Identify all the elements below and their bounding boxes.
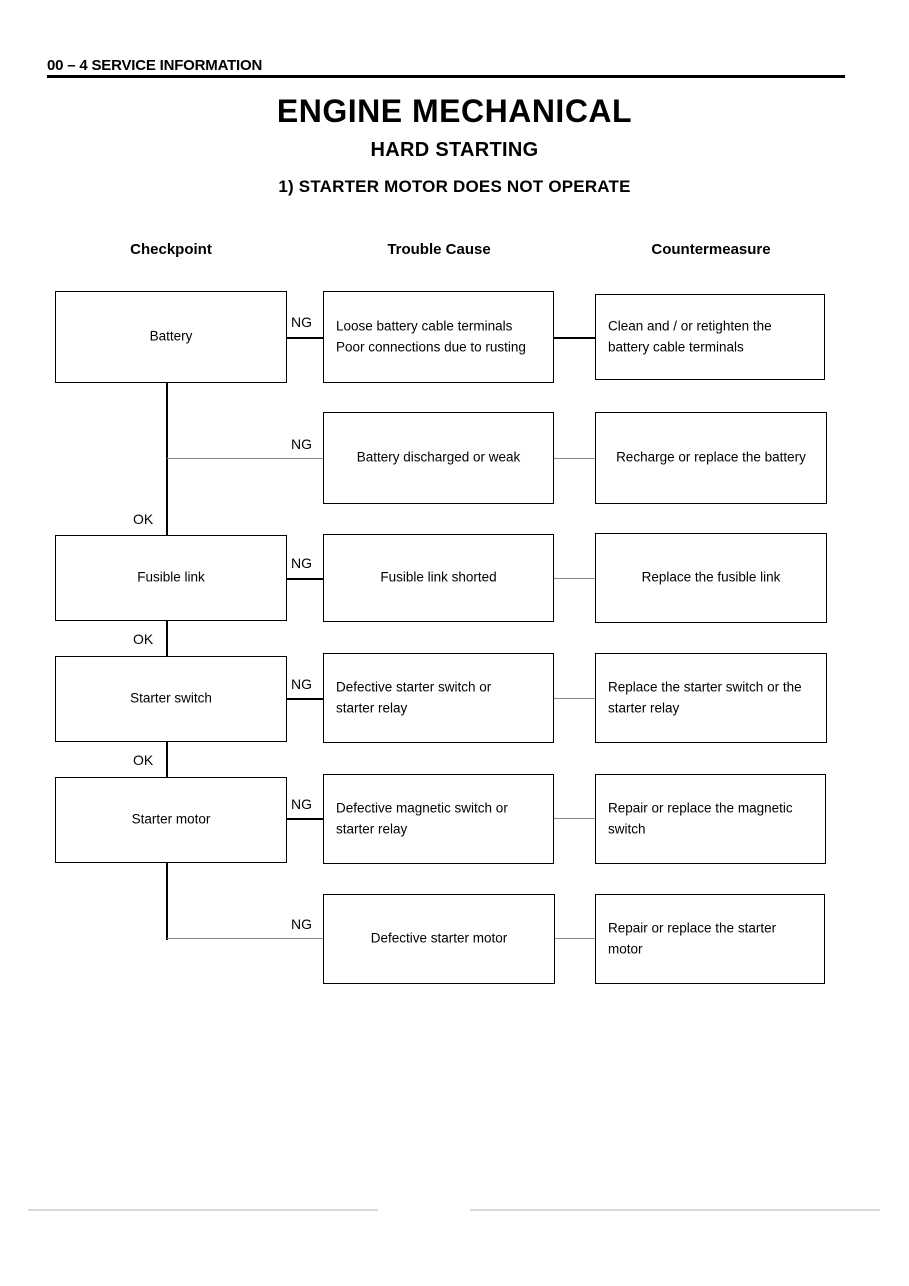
checkpoint-box-starter-motor: Starter motor: [55, 777, 287, 863]
checkpoint-box-fusible-link: Fusible link: [55, 535, 287, 621]
countermeasure-text-recharge-battery: Recharge or replace the battery: [616, 449, 806, 465]
edge-label-ng-2: NG: [291, 436, 312, 452]
edge-label-ng-3: NG: [291, 555, 312, 571]
cause-box-defective-magnetic-switch: Defective magnetic switch or starter rel…: [323, 774, 554, 864]
connector-spine-to-cause2: [167, 458, 323, 460]
checkpoint-label-starter-motor: Starter motor: [131, 811, 211, 827]
connector-cause4-to-fix4: [554, 698, 595, 700]
checkpoint-box-battery: Battery: [55, 291, 287, 383]
cause-text-fusible-link-shorted: Fusible link shorted: [380, 569, 497, 585]
edge-label-ng-1: NG: [291, 314, 312, 330]
cause-text-defective-magnetic-switch: Defective magnetic switch or starter rel…: [336, 798, 543, 839]
countermeasure-text-line-2: starter relay: [608, 700, 680, 715]
cause-box-battery-discharged: Battery discharged or weak: [323, 412, 554, 504]
connector-spine-fusible-down: [166, 621, 168, 656]
cause-text-line-1: Defective starter switch or: [336, 679, 492, 695]
checkpoint-label-battery: Battery: [149, 328, 193, 344]
cause-box-loose-terminals: Loose battery cable terminals Poor conne…: [323, 291, 554, 383]
countermeasure-text-repair-starter-motor: Repair or replace the starter motor: [608, 918, 814, 959]
countermeasure-box-repair-starter-motor: Repair or replace the starter motor: [595, 894, 825, 984]
column-header-trouble-cause: Trouble Cause: [387, 241, 491, 258]
scan-artifact-right: [470, 1209, 880, 1211]
connector-cause2-to-fix2: [554, 458, 595, 460]
checkpoint-label-starter-switch: Starter switch: [130, 690, 212, 706]
countermeasure-box-recharge-battery: Recharge or replace the battery: [595, 412, 827, 504]
connector-spine-battery-down: [166, 383, 168, 536]
connector-starter-switch-to-cause4: [287, 698, 323, 700]
cause-text-loose-terminals: Loose battery cable terminals Poor conne…: [336, 316, 543, 357]
countermeasure-box-replace-starter-switch: Replace the starter switch or the starte…: [595, 653, 827, 743]
cause-text-battery-discharged: Battery discharged or weak: [356, 449, 521, 465]
countermeasure-text-line-1: Replace the starter switch or the: [608, 679, 802, 695]
edge-label-ng-4: NG: [291, 676, 312, 692]
column-header-countermeasure: Countermeasure: [651, 241, 771, 258]
cause-text-defective-starter-switch: Defective starter switch or starter rela…: [336, 677, 543, 718]
edge-label-ok-2: OK: [133, 631, 154, 647]
page-header-reference: 00 – 4 SERVICE INFORMATION: [47, 57, 263, 74]
countermeasure-text-clean-terminals: Clean and / or retighten the battery cab…: [608, 316, 814, 357]
edge-label-ng-6: NG: [291, 916, 312, 932]
countermeasure-text-repair-magnetic-switch: Repair or replace the magnetic switch: [608, 798, 815, 839]
countermeasure-text-line-1: Repair or replace the starter: [608, 920, 777, 936]
cause-box-defective-starter-motor: Defective starter motor: [323, 894, 555, 984]
edge-label-ng-5: NG: [291, 796, 312, 812]
cause-text-defective-starter-motor: Defective starter motor: [370, 930, 508, 946]
connector-fusible-to-cause3: [287, 578, 323, 580]
cause-text-line-1: Defective magnetic switch or: [336, 800, 508, 816]
page-title: ENGINE MECHANICAL: [276, 93, 633, 129]
countermeasure-text-replace-fusible-link: Replace the fusible link: [641, 569, 781, 585]
cause-box-defective-starter-switch: Defective starter switch or starter rela…: [323, 653, 554, 743]
connector-spine-to-cause6: [167, 938, 323, 940]
cause-text-line-2: Poor connections due to rusting: [336, 339, 526, 354]
connector-spine-starter-switch-down: [166, 742, 168, 777]
cause-box-fusible-link-shorted: Fusible link shorted: [323, 534, 554, 622]
countermeasure-text-line-2: motor: [608, 941, 643, 956]
scan-artifact-left: [28, 1209, 378, 1211]
column-header-checkpoint: Checkpoint: [130, 241, 212, 258]
edge-label-ok-3: OK: [133, 752, 154, 768]
countermeasure-box-repair-magnetic-switch: Repair or replace the magnetic switch: [595, 774, 826, 864]
checkpoint-label-fusible-link: Fusible link: [137, 569, 205, 585]
connector-battery-to-cause1: [287, 337, 323, 339]
countermeasure-box-clean-terminals: Clean and / or retighten the battery cab…: [595, 294, 825, 380]
connector-starter-motor-to-cause5: [287, 818, 323, 820]
page-subtitle: HARD STARTING: [370, 139, 539, 161]
connector-spine-starter-motor-down: [166, 863, 168, 940]
symptom-heading: 1) STARTER MOTOR DOES NOT OPERATE: [278, 177, 631, 196]
connector-cause1-to-fix1: [554, 337, 595, 339]
cause-text-line-1: Loose battery cable terminals: [336, 318, 513, 334]
countermeasure-box-replace-fusible-link: Replace the fusible link: [595, 533, 827, 623]
connector-cause6-to-fix6: [555, 938, 595, 940]
edge-label-ok-1: OK: [133, 511, 154, 527]
header-divider-rule: [47, 75, 845, 78]
connector-cause3-to-fix3: [554, 578, 595, 580]
countermeasure-text-line-1: Clean and / or retighten the: [608, 318, 772, 334]
countermeasure-text-line-2: switch: [608, 821, 646, 836]
countermeasure-text-line-2: battery cable terminals: [608, 339, 744, 354]
cause-text-line-2: starter relay: [336, 821, 408, 836]
connector-cause5-to-fix5: [554, 818, 595, 820]
countermeasure-text-replace-starter-switch: Replace the starter switch or the starte…: [608, 677, 816, 718]
countermeasure-text-line-1: Repair or replace the magnetic: [608, 800, 793, 816]
cause-text-line-2: starter relay: [336, 700, 408, 715]
checkpoint-box-starter-switch: Starter switch: [55, 656, 287, 742]
